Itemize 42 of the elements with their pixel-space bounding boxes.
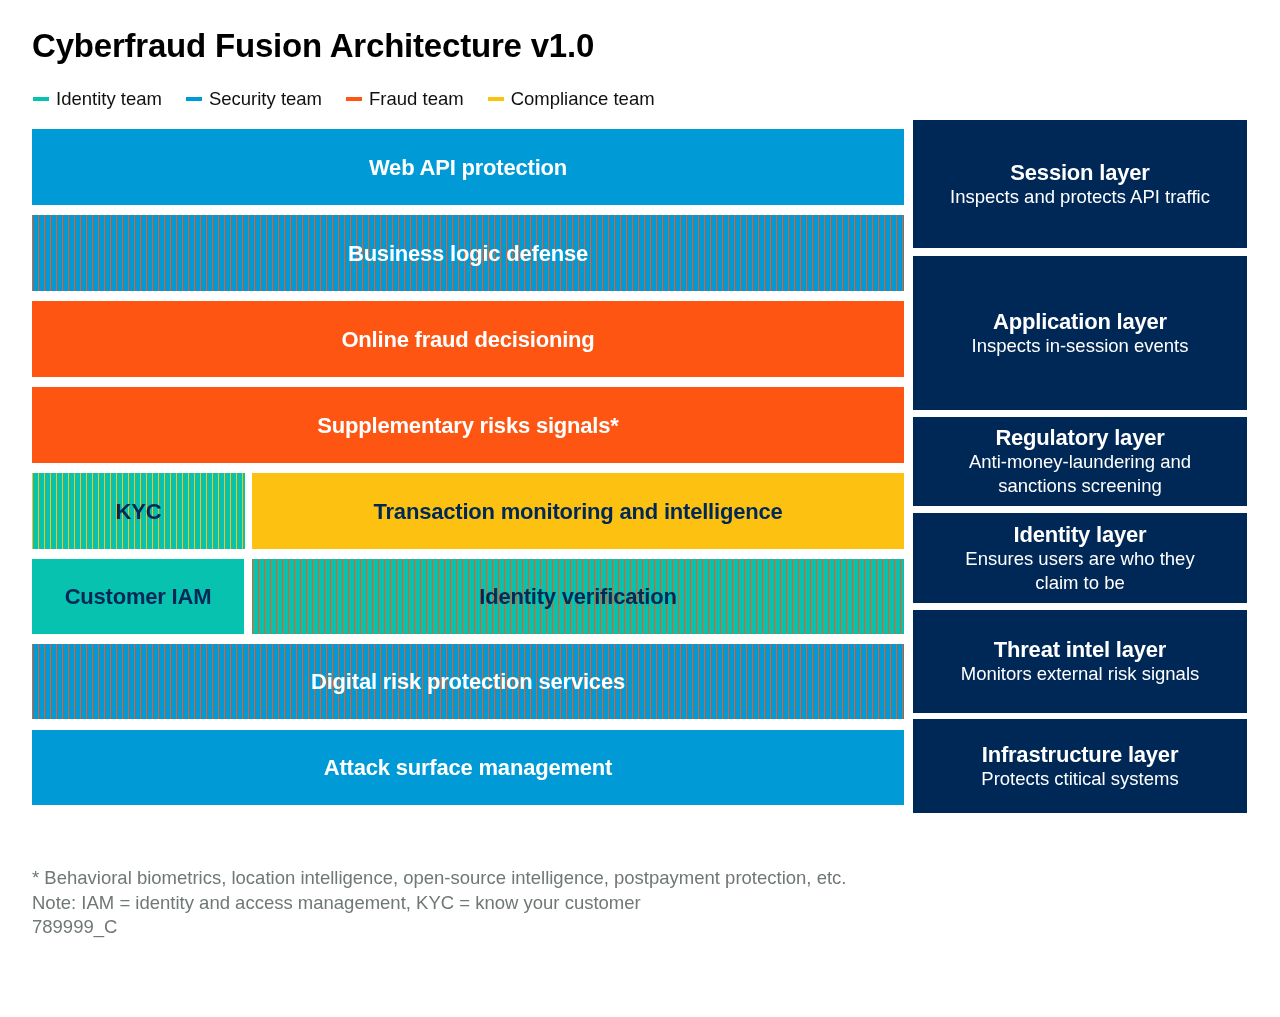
capability-box [32,215,904,291]
layer-description: Anti-money-laundering and sanctions screening [967,450,1193,498]
legend-label: Security team [208,87,323,110]
layer-title: Regulatory layer [995,425,1165,450]
capability-box [252,559,904,634]
capability-box [32,129,904,205]
box-label: Transaction monitoring and intelligence [373,497,783,525]
box-label: Customer IAM [64,583,212,610]
layer-title: Session layer [1010,159,1150,185]
footnote: Note: IAM = identity and access management, KYC = know your customer [32,890,642,915]
capability-box [32,559,244,634]
layer-description: Monitors external risk signals [960,662,1200,686]
layer-box [913,256,1247,410]
layer-box [913,513,1247,603]
capability-box [32,730,904,805]
box-label: Web API protection [368,153,568,181]
legend-label: Identity team [56,87,162,110]
capability-box [32,644,904,719]
layer-title: Identity layer [1013,521,1147,547]
capability-box [32,473,245,549]
layer-title: Infrastructure layer [981,741,1179,767]
box-label: Online fraud decisioning [341,325,595,353]
legend-label: Compliance team [510,87,655,110]
layer-box [913,610,1247,713]
layer-title: Threat intel layer [993,637,1167,662]
capability-box [32,301,904,377]
box-label: Attack surface management [323,754,613,781]
legend-label: Fraud team [369,87,464,110]
layer-title: Application layer [993,308,1167,334]
layer-box [913,120,1247,248]
layer-description: Inspects and protects API traffic [950,185,1210,209]
layer-box [913,417,1247,506]
layer-description: Inspects in-session events [971,334,1189,358]
capability-box [32,387,904,463]
footnote: * Behavioral biometrics, location intelligence, open-source intelligence, postpayment protection, etc. [32,866,847,890]
footnote: 789999_C [32,915,119,940]
layer-description: Ensures users are who they claim to be [964,547,1196,595]
layer-description: Protects ctitical systems [981,767,1179,791]
box-label: Supplementary risks signals* [317,411,619,439]
layer-box [913,719,1247,813]
diagram-title: Cyberfraud Fusion Architecture v1.0 [32,27,595,65]
capability-box [252,473,904,549]
